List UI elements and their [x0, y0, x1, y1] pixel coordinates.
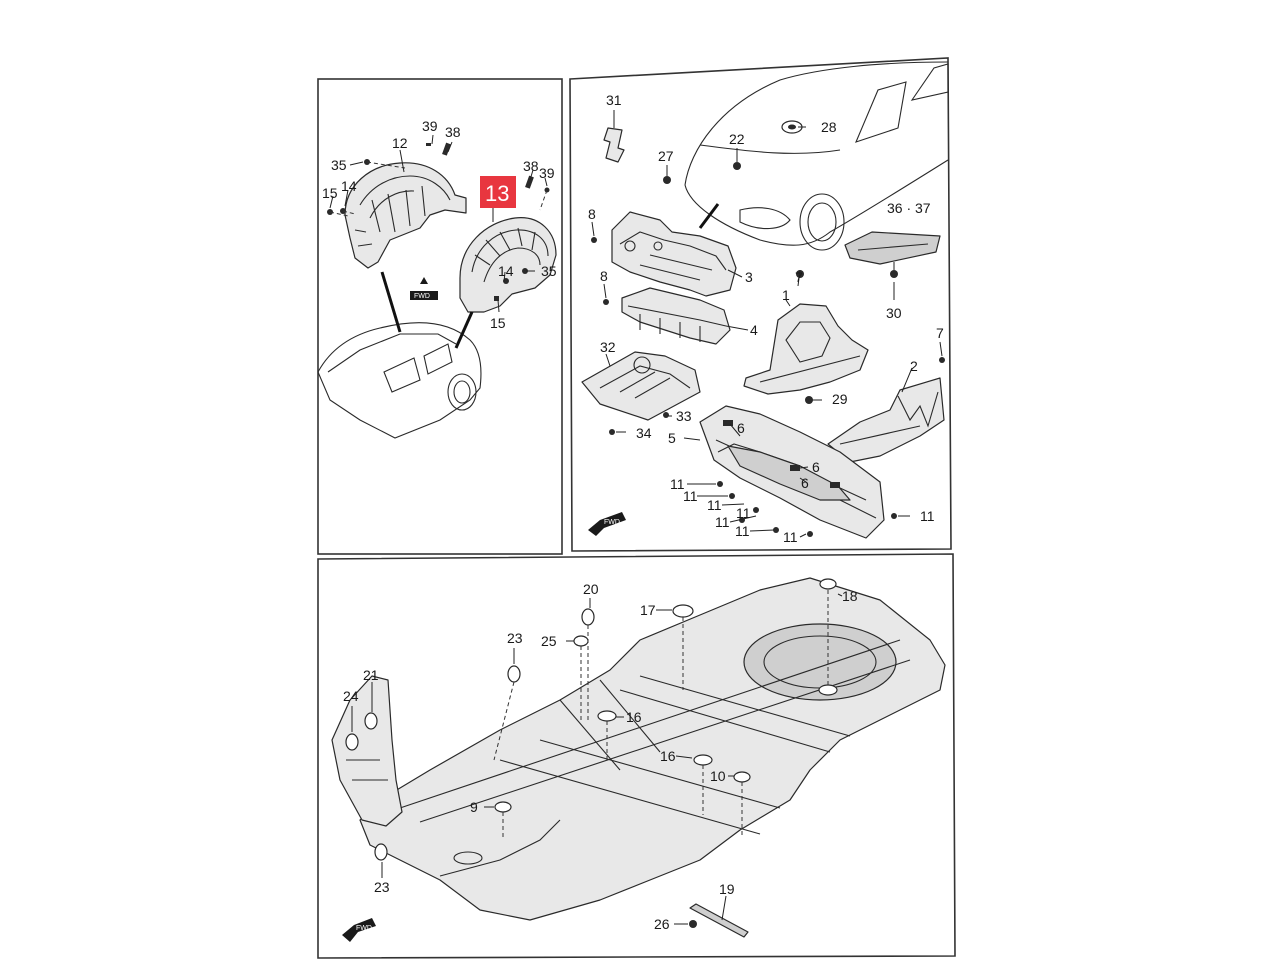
callout-11-e: 11 — [735, 523, 750, 539]
callout-16-b: 16 — [660, 748, 676, 764]
callout-33: 33 — [676, 408, 692, 424]
callout-7-a: 7 — [795, 269, 803, 285]
callout-39-a: 39 — [422, 118, 438, 134]
svg-text:FWD: FWD — [604, 519, 620, 526]
part-3 — [611, 211, 737, 297]
callout-38-b: 38 — [523, 158, 539, 174]
side-pillar — [331, 675, 403, 827]
part-4 — [621, 287, 731, 345]
rail-19 — [689, 903, 749, 938]
fastener-22 — [733, 162, 741, 170]
callout-21: 21 — [363, 667, 379, 683]
callout-6-a: 6 — [737, 420, 745, 436]
callout-30: 30 — [886, 305, 902, 321]
car-front-view — [684, 61, 949, 251]
panel-wheel-housing: FWD — [317, 78, 563, 555]
liner-left-12 — [344, 162, 467, 269]
callout-9: 9 — [470, 799, 478, 815]
callout-27: 27 — [658, 148, 674, 164]
highlight-13: 13 — [480, 176, 516, 208]
part-2 — [827, 377, 945, 463]
callout-11-f: 11 — [783, 529, 798, 545]
callout-26: 26 — [654, 916, 670, 932]
panel-frame-wheel-housing — [317, 78, 563, 555]
fwd-tag-panel3: FWD — [342, 918, 376, 942]
callout-17: 17 — [640, 602, 656, 618]
callout-23-b: 23 — [374, 879, 390, 895]
callout-36-37: 36 · 37 — [887, 200, 931, 216]
wheel-housing-fasteners — [327, 142, 550, 301]
panel-floor: FWD — [317, 553, 956, 959]
callout-35-b: 35 — [541, 263, 557, 279]
callout-23-a: 23 — [507, 630, 523, 646]
callout-35-a: 35 — [331, 157, 347, 173]
part-1 — [743, 303, 869, 395]
panel-frame-floor — [317, 553, 956, 959]
callout-29: 29 — [832, 391, 848, 407]
fwd-tag-panel1: FWD — [410, 277, 438, 300]
callout-16-a: 16 — [626, 709, 642, 725]
callout-3: 3 — [745, 269, 753, 285]
callouts-floor: 20 17 18 25 23 21 24 16 16 10 9 23 19 26 — [343, 581, 858, 932]
callout-8-b: 8 — [600, 268, 608, 284]
under-body-fasteners — [591, 237, 945, 537]
callouts-wheel-housing: 39 38 12 35 15 14 38 39 13 14 35 15 — [322, 118, 557, 331]
callout-11-g: 11 — [920, 508, 935, 524]
part-32 — [581, 351, 701, 421]
callout-24: 24 — [343, 688, 359, 704]
callout-32: 32 — [600, 339, 616, 355]
callout-11-b: 11 — [683, 488, 698, 504]
callout-14-b: 14 — [498, 263, 514, 279]
callout-4: 4 — [750, 322, 758, 338]
callout-19: 19 — [719, 881, 735, 897]
car-rear-view — [317, 322, 482, 439]
callout-11-c: 11 — [707, 497, 722, 513]
callout-38-a: 38 — [445, 124, 461, 140]
callout-8-a: 8 — [588, 206, 596, 222]
svg-text:FWD: FWD — [356, 925, 372, 932]
callout-10: 10 — [710, 768, 726, 784]
part-31 — [603, 127, 625, 163]
callout-15-b: 15 — [490, 315, 506, 331]
callout-11-d: 11 — [715, 514, 730, 530]
callout-15-a: 15 — [322, 185, 338, 201]
callout-22: 22 — [729, 131, 745, 147]
callout-28: 28 — [821, 119, 837, 135]
callout-6-b: 6 — [812, 459, 820, 475]
callout-1: 1 — [782, 287, 790, 303]
callout-11-a: 11 — [670, 476, 685, 492]
fwd-tag-panel2: FWD — [588, 512, 626, 536]
svg-text:13: 13 — [485, 181, 509, 206]
callout-11-h: 11 — [736, 505, 751, 521]
callout-34: 34 — [636, 425, 652, 441]
callout-20: 20 — [583, 581, 599, 597]
liner-right-13 — [459, 217, 557, 313]
callout-12: 12 — [392, 135, 408, 151]
callout-7-b: 7 — [936, 325, 944, 341]
panel-under-body: FWD — [569, 57, 952, 552]
callout-6-c: 6 — [801, 475, 809, 491]
callouts-under-body: 31 22 28 27 8 8 3 7 1 4 36 · 37 30 7 2 3… — [588, 92, 944, 545]
part-36-37 — [844, 231, 941, 265]
panel-frame-under-body — [569, 57, 952, 552]
callout-14-a: 14 — [341, 178, 357, 194]
svg-text:FWD: FWD — [414, 293, 430, 300]
callout-5: 5 — [668, 430, 676, 446]
callout-25: 25 — [541, 633, 557, 649]
callout-2: 2 — [910, 358, 918, 374]
callout-39-b: 39 — [539, 165, 555, 181]
callout-18: 18 — [842, 588, 858, 604]
fastener-27 — [663, 176, 671, 184]
callout-31: 31 — [606, 92, 622, 108]
